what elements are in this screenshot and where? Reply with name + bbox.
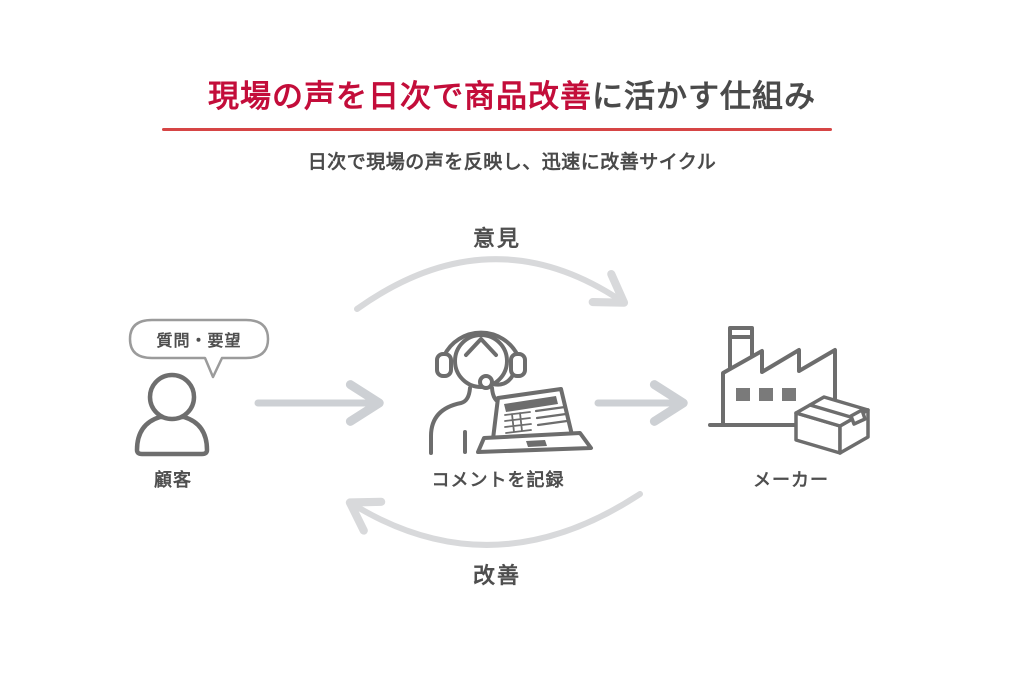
arrow-improvement-curved: [345, 491, 643, 548]
title-divider: [162, 128, 832, 131]
page-title-rest: に活かす仕組み: [592, 79, 816, 114]
page-title-highlight: 現場の声を日次で商品改善: [208, 79, 592, 114]
laptop-icon: [476, 387, 593, 454]
node-label-maker: メーカー: [753, 470, 829, 490]
call-center-operator-icon: [429, 330, 527, 455]
flow-label-improvement: 改善: [472, 563, 522, 588]
box-icon: [794, 395, 870, 455]
page-subtitle: 日次で現場の声を反映し、迅速に改善サイクル: [307, 152, 717, 173]
node-label-customer: 顧客: [154, 470, 192, 490]
flow-label-opinion: 意見: [472, 226, 522, 251]
node-label-operator: コメントを記録: [431, 470, 565, 490]
person-icon: [134, 372, 210, 457]
speech-bubble: [128, 318, 270, 379]
speech-bubble-text: 質問・要望: [156, 333, 242, 350]
page-title: 現場の声を日次で商品改善に活かす仕組み: [0, 71, 1024, 116]
arrow-opinion-curved: [354, 256, 629, 312]
